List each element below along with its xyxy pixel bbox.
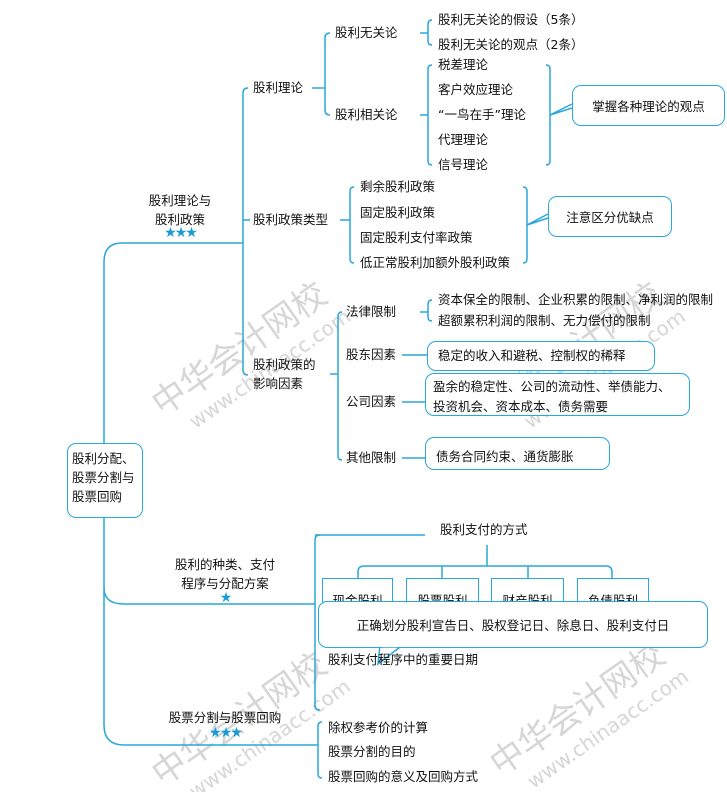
policy-types-node: 股利政策类型: [253, 212, 329, 227]
dates-node: 股利支付程序中的重要日期: [328, 652, 479, 667]
list-item: 代理理论: [438, 132, 489, 147]
branch1-label: 股利理论与: [148, 193, 212, 208]
note-text: 正确划分股利宣告日、股权登记日、除息日、股利支付日: [356, 618, 670, 633]
legal-node: 法律限制: [346, 304, 397, 319]
list-item: “一鸟在手”理论: [438, 107, 526, 122]
list-item: 股利无关论的假设（5条）: [438, 12, 584, 27]
branch2-label: 股利的种类、支付: [174, 557, 275, 572]
importance-stars: ★★★: [209, 725, 243, 741]
note-box: 盈余的稳定性、公司的流动性、举债能力、 投资机会、资本成本、债务需要: [425, 373, 690, 416]
list-item: 客户效应理论: [438, 82, 514, 97]
relevance-node: 股利相关论: [335, 107, 398, 122]
note-box: 债务合同约束、通货膨胀: [425, 437, 610, 470]
note-text: 债务合同约束、通货膨胀: [436, 449, 574, 464]
branch2-label: 程序与分配方案: [181, 576, 269, 591]
payment-methods-node: 股利支付的方式: [440, 522, 528, 537]
note-text: 注意区分优缺点: [566, 210, 654, 225]
branch3-label: 股票分割与股票回购: [168, 710, 282, 725]
note-text: 掌握各种理论的观点: [592, 99, 705, 114]
list-item: 税差理论: [438, 57, 489, 72]
list-item: 超额累积利润的限制、无力偿付的限制: [438, 313, 651, 328]
importance-stars: ★: [219, 590, 233, 606]
shareholder-node: 股东因素: [346, 347, 397, 362]
note-text: 稳定的收入和避税、控制权的稀释: [438, 348, 626, 363]
dates-callout: 正确划分股利宣告日、股权登记日、除息日、股利支付日: [318, 601, 708, 648]
list-item: 资本保全的限制、企业积累的限制、净利润的限制: [438, 292, 714, 307]
list-item: 信号理论: [438, 157, 489, 172]
note-callout: 注意区分优缺点: [548, 196, 672, 237]
list-item: 除权参考价的计算: [328, 720, 429, 735]
factors-node: 股利政策的: [253, 357, 316, 372]
root-label: 股利分配、 股票分割与 股票回购: [72, 451, 135, 504]
list-item: 低正常股利加额外股利政策: [360, 255, 511, 270]
list-item: 固定股利政策: [360, 205, 436, 220]
list-item: 股票分割的目的: [328, 744, 416, 759]
company-node: 公司因素: [346, 394, 397, 409]
theory-node: 股利理论: [253, 80, 304, 95]
other-node: 其他限制: [346, 450, 397, 465]
branch1-label: 股利政策: [154, 212, 205, 227]
list-item: 股利无关论的观点（2条）: [438, 37, 584, 52]
note-text: 投资机会、资本成本、债务需要: [433, 399, 609, 414]
factors-node: 影响因素: [253, 376, 304, 391]
root-node: 股利分配、 股票分割与 股票回购: [67, 443, 143, 518]
note-callout: 掌握各种理论的观点: [572, 85, 725, 126]
importance-stars: ★★★: [164, 225, 198, 241]
note-box: 稳定的收入和避税、控制权的稀释: [427, 341, 655, 371]
list-item: 股票回购的意义及回购方式: [328, 769, 479, 784]
note-text: 盈余的稳定性、公司的流动性、举债能力、: [433, 379, 671, 394]
list-item: 剩余股利政策: [360, 179, 436, 194]
irrelevance-node: 股利无关论: [335, 25, 398, 40]
list-item: 固定股利支付率政策: [360, 230, 473, 245]
